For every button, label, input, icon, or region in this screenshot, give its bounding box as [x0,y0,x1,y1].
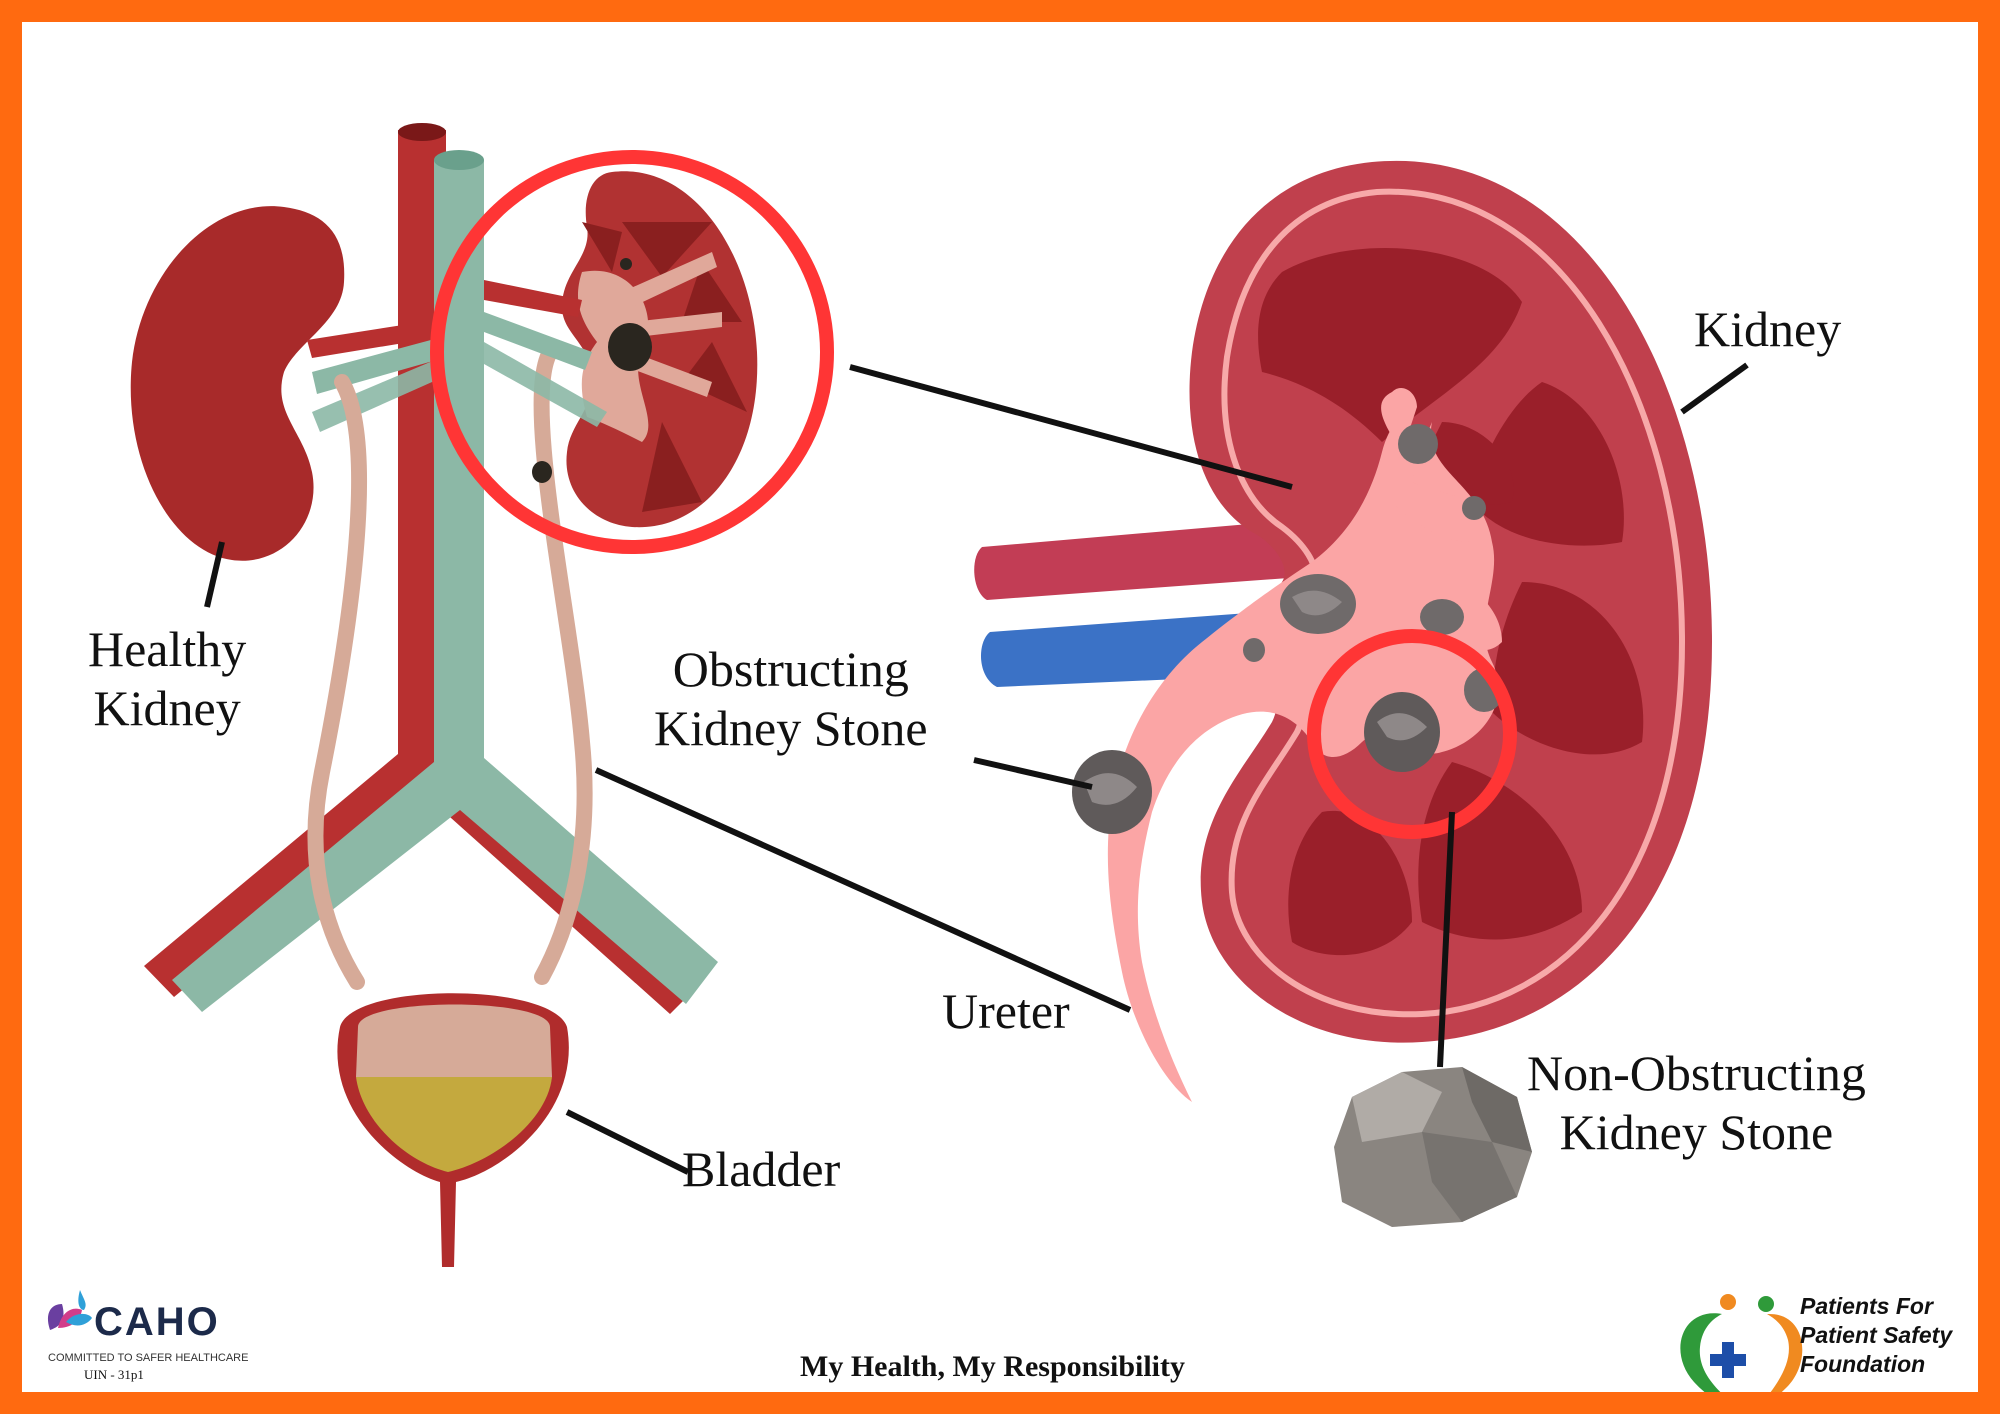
left-renal-artery [307,322,422,358]
detail-kidney-capsule [1221,188,1686,1018]
psf-logo-line1: Patients For [1800,1293,1933,1319]
footer-slogan: My Health, My Responsibility [800,1350,1186,1383]
vena-cava-top [434,150,484,170]
label-healthy-kidney-line1: Healthy [88,621,247,677]
label-kidney-text: Kidney [1694,301,1842,357]
label-obstructing-stone: Obstructing Kidney Stone [654,640,928,758]
renal-pelvis [1107,412,1499,1102]
urinary-system-illustration [130,123,834,1267]
vena-cava [172,160,718,1012]
sectioned-kidney-small [562,171,758,528]
right-renal-vein [484,312,592,370]
small-stone-dot [620,258,632,270]
left-ureter [307,374,368,990]
detail-renal-artery [974,522,1302,600]
label-non-obstructing-line2: Kidney Stone [1559,1104,1834,1160]
leader-bladder [565,1109,690,1175]
label-bladder: Bladder [682,1140,840,1199]
label-non-obstructing-line1: Non-Obstructing [1527,1045,1866,1101]
label-obstructing-line2: Kidney Stone [654,700,928,756]
label-ureter: Ureter [942,982,1070,1041]
highlight-circle-right [1307,629,1517,839]
leader-non-obstructing [1437,811,1455,1068]
bladder-shape [337,993,569,1267]
psf-logo-text: Patients For Patient Safety Foundation [1800,1292,1952,1378]
label-obstructing-line1: Obstructing [672,641,909,697]
leader-kidney [1680,362,1749,415]
label-bladder-text: Bladder [682,1141,841,1197]
leader-healthy-kidney [204,541,225,608]
aorta-top [398,123,446,141]
calyx-stones [1243,424,1504,772]
label-kidney: Kidney [1694,300,1841,359]
psf-logo-line2: Patient Safety [1800,1321,1953,1348]
right-ureter [533,344,593,985]
non-obstructing-stone [1334,1067,1532,1227]
psf-logo-mark [1680,1294,1803,1392]
caho-logo-uin: UIN - 31p1 [84,1367,144,1382]
caho-logo-mark [47,1290,92,1330]
obstructing-stone [1072,750,1152,834]
label-ureter-text: Ureter [942,983,1070,1039]
right-renal-artery [484,280,582,317]
diagram-canvas: Kidney Healthy Kidney Obstructing Kidney… [22,22,1978,1392]
right-renal-vein-2 [484,342,607,427]
label-healthy-kidney: Healthy Kidney [88,620,246,738]
ureter-stone [532,461,552,483]
healthy-kidney-shape [130,206,345,561]
small-stone-large [608,323,652,371]
detailed-kidney-illustration [974,160,1712,1227]
leader-zoom [849,364,1293,490]
aorta [144,130,700,1014]
caho-logo-name: CAHO [94,1300,220,1344]
label-healthy-kidney-line2: Kidney [93,680,241,736]
kidney-stone-illustration [47,123,1803,1392]
psf-logo-line3: Foundation [1800,1350,1926,1377]
leader-ureter [594,767,1132,1013]
caho-logo-tagline: COMMITTED TO SAFER HEALTHCARE [48,1352,249,1364]
label-non-obstructing-stone: Non-Obstructing Kidney Stone [1527,1044,1866,1162]
leader-lines [204,362,1749,1175]
leader-obstructing [973,757,1093,790]
highlight-circle-left [430,150,834,554]
